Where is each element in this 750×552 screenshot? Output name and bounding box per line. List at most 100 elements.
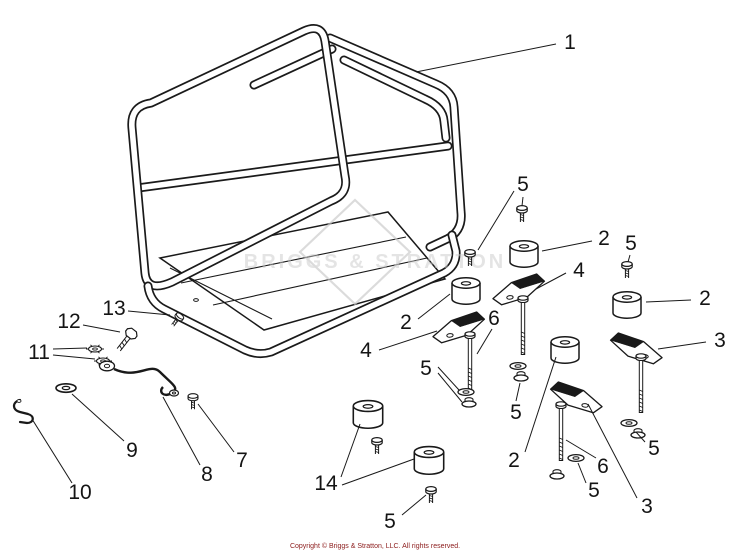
leader-line <box>587 403 638 499</box>
leader-lines <box>31 43 707 516</box>
callout-5d: 5 <box>510 401 522 424</box>
carriage-bolt-part-6-c <box>635 353 647 414</box>
ring-terminal-lug <box>98 360 116 372</box>
rubber-mount-part-14-a <box>352 399 384 430</box>
ground-wire-part-8 <box>113 367 177 397</box>
callout-6b: 6 <box>597 455 609 478</box>
ground-wire-assembly <box>12 311 199 425</box>
leader-line <box>378 330 438 351</box>
leader-line <box>417 293 451 320</box>
leader-line <box>541 240 593 252</box>
leader-line <box>515 382 521 402</box>
bracket-part-3-d <box>547 380 605 415</box>
watermark-diamond-logo <box>298 198 412 306</box>
screw-part-5-14b <box>425 486 437 504</box>
frame-base-platform <box>158 211 447 331</box>
leader-line <box>52 354 96 360</box>
callout-12: 12 <box>57 310 80 333</box>
leader-line <box>524 356 557 453</box>
callout-11: 11 <box>28 341 50 364</box>
locknut-part-5-b2 <box>513 371 529 382</box>
washer-part-5-b1 <box>509 361 527 371</box>
leader-line <box>162 396 201 466</box>
leader-line <box>71 393 125 442</box>
copyright-text: Copyright © Briggs & Stratton, LLC. All … <box>290 542 460 550</box>
leader-line <box>565 439 597 459</box>
leader-line <box>197 403 235 453</box>
locknut-part-5-a2 <box>461 397 477 408</box>
watermark-text: BRIGGS & STRATTON <box>244 251 506 273</box>
leader-line <box>657 341 707 350</box>
callout-14: 14 <box>314 472 338 495</box>
leader-line <box>577 462 587 484</box>
rubber-mount-part-2-b <box>509 240 539 268</box>
watermark: BRIGGS & STRATTON <box>244 198 506 306</box>
rubber-mount-part-14-b <box>413 445 445 476</box>
leader-line <box>127 310 171 316</box>
callout-8: 8 <box>201 463 213 486</box>
carriage-bolt-part-6-d <box>555 401 567 462</box>
leader-line <box>437 366 460 391</box>
wire-clip-part-10 <box>12 398 34 425</box>
rubber-mount-part-2-a <box>451 277 481 305</box>
callout-2b: 2 <box>699 287 711 310</box>
callout-2c: 2 <box>400 311 412 334</box>
callout-5c: 5 <box>420 357 432 380</box>
callout-5f: 5 <box>588 479 600 502</box>
engine-mount-group-part-14 <box>352 399 445 504</box>
screw-part-7 <box>187 393 199 410</box>
callout-3a: 3 <box>714 329 726 352</box>
mount-assembly-b <box>490 205 548 382</box>
callout-3b: 3 <box>641 495 653 518</box>
leader-line <box>477 190 515 251</box>
carriage-bolt-part-6-a <box>464 331 476 392</box>
callout-5a: 5 <box>517 173 529 196</box>
locknut-part-5-d2 <box>549 469 565 480</box>
washer-part-9 <box>55 382 77 394</box>
hex-bolt-part-12 <box>113 325 140 355</box>
callout-5e: 5 <box>648 437 660 460</box>
callout-labels: 1 5 2 5 4 2 2 6 3 4 5 5 2 5 6 5 3 5 14 1… <box>28 31 726 533</box>
callout-5b: 5 <box>625 232 637 255</box>
callout-1: 1 <box>564 31 576 54</box>
leader-line <box>82 324 121 333</box>
rubber-mount-part-2-c <box>612 291 642 319</box>
callout-2d: 2 <box>508 449 520 472</box>
washer-part-5-a1 <box>457 387 475 397</box>
callout-13: 13 <box>102 297 125 320</box>
tooth-washer-part-11-a <box>85 344 105 354</box>
leader-line <box>476 328 493 355</box>
callout-10: 10 <box>68 481 91 504</box>
callout-6a: 6 <box>488 307 500 330</box>
callout-5g: 5 <box>384 510 396 533</box>
carriage-bolt-part-6-b <box>517 295 529 356</box>
mount-assembly-c <box>607 261 665 439</box>
washer-part-5-d1 <box>567 453 585 463</box>
leader-line <box>635 431 646 443</box>
callout-2a: 2 <box>598 227 610 250</box>
screw-part-5-b <box>516 205 528 223</box>
screw-part-5-c <box>621 261 633 279</box>
callout-7: 7 <box>236 449 248 472</box>
generator-frame-part-1 <box>132 29 461 354</box>
leader-line <box>521 196 524 207</box>
leader-line <box>340 423 361 478</box>
callout-4a: 4 <box>573 259 585 282</box>
callout-4b: 4 <box>360 339 372 362</box>
leader-line <box>627 254 631 263</box>
locknut-part-5-c2 <box>630 428 646 439</box>
leader-line <box>52 347 88 350</box>
washer-part-5-c1 <box>620 418 638 428</box>
bracket-part-4-a <box>430 310 488 345</box>
leader-line <box>415 43 557 73</box>
leader-line <box>31 418 73 484</box>
screw-part-5-14a <box>371 437 383 455</box>
leader-line <box>645 299 692 303</box>
leader-line <box>437 372 463 403</box>
leader-line <box>341 458 415 486</box>
callout-9: 9 <box>126 439 138 462</box>
leader-line <box>535 272 567 290</box>
leader-line <box>401 494 427 516</box>
